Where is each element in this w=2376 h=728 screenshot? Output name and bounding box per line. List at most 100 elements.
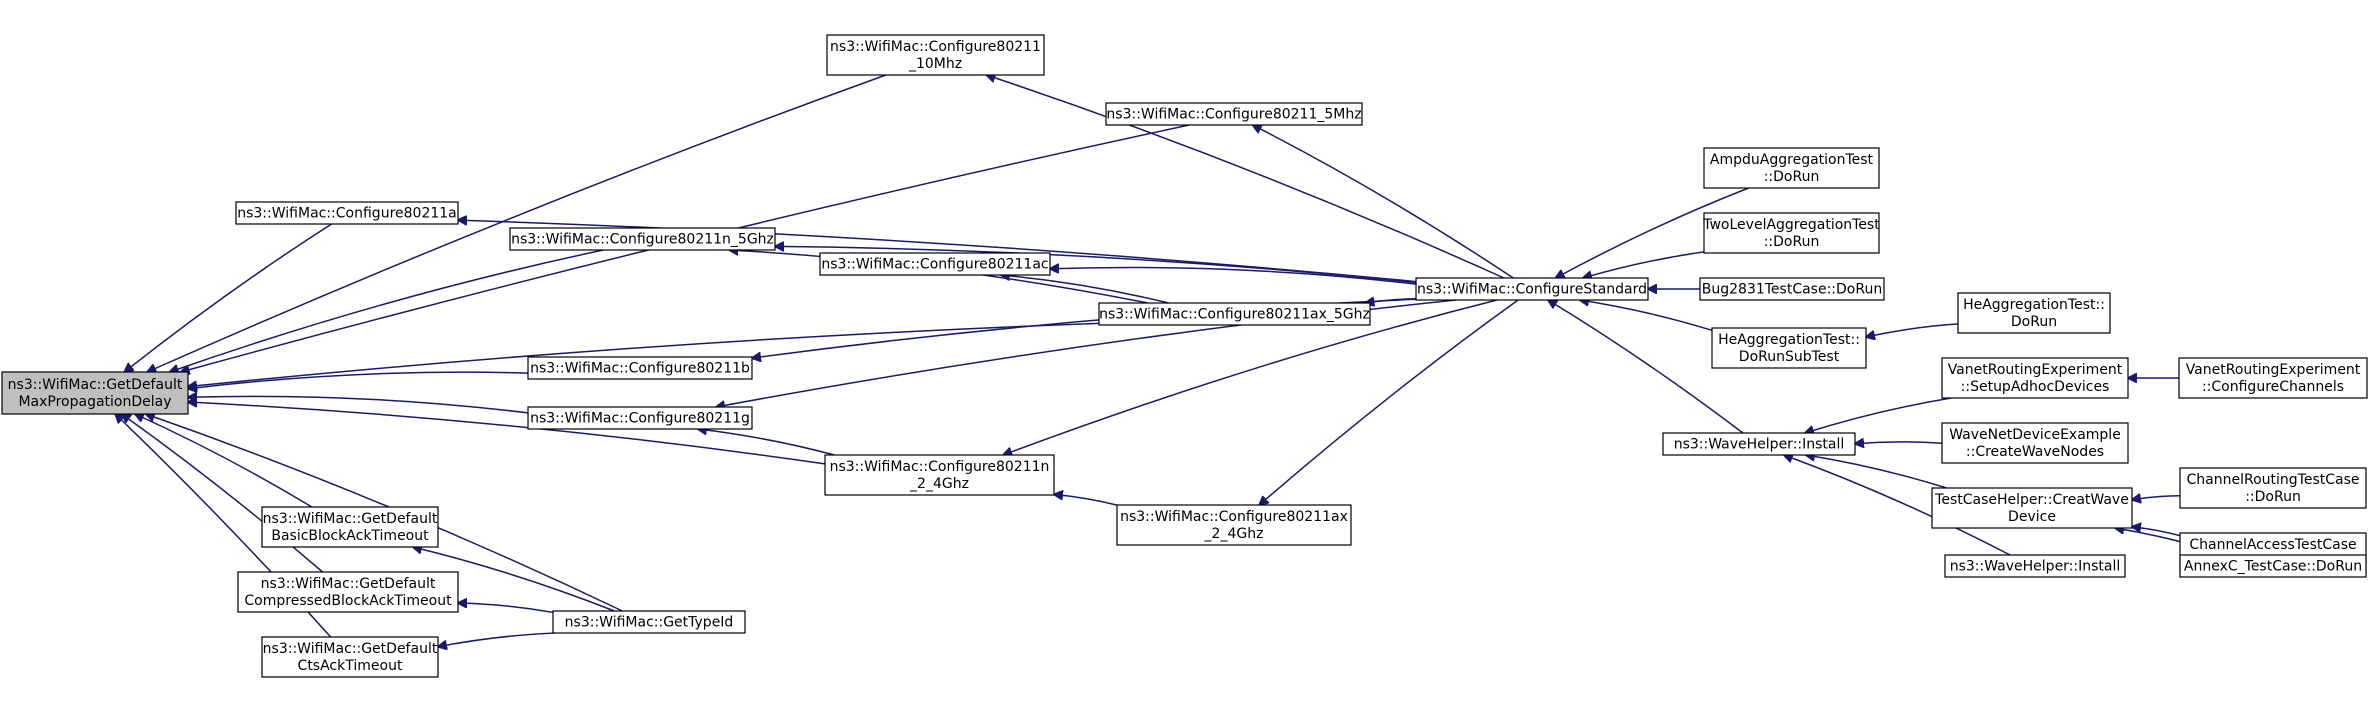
edge-wavei2-to-wavei1 [1784,455,2011,556]
node-label-line: AmpduAggregationTest [1710,152,1874,168]
node-label-line: ns3::WifiMac::Configure80211ac [821,257,1048,273]
node-label-line: ns3::WaveHelper::Install [1674,437,1845,453]
node-wavei2[interactable]: ns3::WaveHelper::Install [1944,554,2126,578]
node-label-line: ::DoRun [2245,489,2301,505]
node-root[interactable]: ns3::WifiMac::GetDefaultMaxPropagationDe… [1,371,189,415]
edge-ampdu-to-cstd [1556,187,1749,278]
edge-heagsub-to-cstd [1580,300,1713,332]
nodes-layer: ns3::WifiMac::GetDefaultMaxPropagationDe… [1,34,2368,678]
node-gcba[interactable]: ns3::WifiMac::GetDefaultCompressedBlockA… [237,571,459,613]
node-heag[interactable]: HeAggregationTest::DoRun [1957,292,2111,334]
edge-c11a-to-root [124,223,333,372]
node-label-line: ::CreateWaveNodes [1966,444,2104,460]
node-box [1105,102,1363,126]
edge-gettypeid-to-gcba [458,603,554,614]
node-label-line: ChannelAccessTestCase [2189,537,2356,553]
node-label-line: Device [2008,509,2056,525]
node-annexc[interactable]: AnnexC_TestCase::DoRun [2179,554,2367,578]
node-label-line: TwoLevelAggregationTest [1702,217,1880,233]
node-heagsub[interactable]: HeAggregationTest::DoRunSubTest [1711,327,1867,369]
node-gettypeid[interactable]: ns3::WifiMac::GetTypeId [552,610,746,634]
node-label-line: ns3::WifiMac::GetDefault [8,377,183,393]
node-label-line: _10Mhz [908,56,962,72]
node-label-line: ::DoRun [1764,169,1820,185]
node-vanetsetup[interactable]: VanetRoutingExperiment::SetupAdhocDevice… [1941,357,2129,399]
node-box [1703,147,1880,189]
edge-gcba-to-root [122,414,324,573]
node-label-line: DoRun [2011,314,2057,330]
edge-vanetsetup-to-wavei1 [1805,397,1952,433]
edge-wavenet-to-wavei1 [1855,442,1943,444]
node-c11ax24[interactable]: ns3::WifiMac::Configure80211ax_2_4Ghz [1116,504,1352,546]
node-label-line: ::DoRun [1764,234,1820,250]
node-c10mhz[interactable]: ns3::WifiMac::Configure80211_10Mhz [826,34,1045,76]
edge-gettypeid-to-root [146,414,623,612]
node-label-line: ns3::WifiMac::Configure80211 [830,39,1041,55]
node-twolevel[interactable]: TwoLevelAggregationTest::DoRun [1702,212,1880,254]
node-label-line: ChannelRoutingTestCase [2187,472,2360,488]
node-box [527,406,753,430]
edge-gbba-to-root [135,414,313,508]
node-box [2179,554,2367,578]
edge-cstd-to-c11ax24 [1259,299,1519,505]
node-box [1098,302,1371,326]
node-c11b[interactable]: ns3::WifiMac::Configure80211b [527,356,753,380]
node-label-line: ns3::WifiMac::ConfigureStandard [1417,282,1647,298]
node-box [1941,357,2129,399]
node-chrouting[interactable]: ChannelRoutingTestCase::DoRun [2179,467,2367,509]
node-c11a[interactable]: ns3::WifiMac::Configure80211a [235,201,459,225]
node-bug2831[interactable]: Bug2831TestCase::DoRun [1699,277,1885,301]
node-c11g[interactable]: ns3::WifiMac::Configure80211g [527,406,753,430]
node-box [824,454,1055,496]
node-gbba[interactable]: ns3::WifiMac::GetDefaultBasicBlockAckTim… [261,506,439,548]
edge-chaccess-to-tchelper [2132,527,2181,537]
edge-twolevel-to-cstd [1583,251,1705,278]
node-c11ac[interactable]: ns3::WifiMac::Configure80211ac [819,252,1051,276]
node-box [1699,277,1885,301]
edge-cstd-to-c11n24 [1003,299,1498,455]
node-label-line: TestCaseHelper::CreatWave [1934,492,2129,508]
edge-cstd-to-c5mhz [1253,125,1514,279]
node-label-line: ns3::WifiMac::GetDefault [261,576,436,592]
node-vanetcfg[interactable]: VanetRoutingExperiment::ConfigureChannel… [2178,357,2368,399]
node-label-line: MaxPropagationDelay [18,394,171,410]
node-label-line: ns3::WifiMac::GetDefault [263,511,438,527]
edge-wavei1-to-cstd [1548,300,1744,434]
edge-gettypeid-to-gcts [438,632,556,647]
node-label-line: VanetRoutingExperiment [2186,362,2361,378]
edge-c11g-to-root [188,396,529,414]
node-label-line: ::ConfigureChannels [2202,379,2344,395]
node-c11ax5[interactable]: ns3::WifiMac::Configure80211ax_5Ghz [1098,302,1371,326]
node-box [1711,327,1867,369]
node-label-line: DoRunSubTest [1739,349,1840,365]
node-label-line: ns3::WifiMac::Configure80211_5Mhz [1106,107,1361,123]
node-cstd[interactable]: ns3::WifiMac::ConfigureStandard [1415,277,1649,301]
node-label-line: ns3::WifiMac::Configure80211ax_5Ghz [1099,307,1370,323]
edge-c11ax5-to-root [188,322,1100,386]
node-label-line: ns3::WifiMac::Configure80211b [530,361,750,377]
node-box [1931,487,2133,529]
edge-c11ax24-to-c11n24 [1054,494,1118,506]
node-label-line: BasicBlockAckTimeout [271,528,429,544]
node-ampdu[interactable]: AmpduAggregationTest::DoRun [1703,147,1880,189]
edge-tchelper-to-wavei1 [1806,455,1947,489]
node-label-line: VanetRoutingExperiment [1948,362,2123,378]
node-box [261,506,439,548]
edge-gettypeid-to-gbba [413,547,615,612]
node-box [1,371,189,415]
node-box [1703,212,1880,254]
node-wavei1[interactable]: ns3::WaveHelper::Install [1662,432,1856,456]
edge-c11b-to-root [188,371,529,389]
node-c11n5[interactable]: ns3::WifiMac::Configure80211n_5Ghz [509,227,776,251]
node-label-line: HeAggregationTest:: [1963,297,2105,313]
node-box [826,34,1045,76]
node-label-line: ns3::WifiMac::GetTypeId [565,615,734,631]
node-wavenet[interactable]: WaveNetDeviceExample::CreateWaveNodes [1941,422,2129,464]
edge-cstd-to-c10mhz [987,75,1505,279]
node-c11n24[interactable]: ns3::WifiMac::Configure80211n_2_4Ghz [824,454,1055,496]
node-box [2179,467,2367,509]
node-c5mhz[interactable]: ns3::WifiMac::Configure80211_5Mhz [1105,102,1363,126]
